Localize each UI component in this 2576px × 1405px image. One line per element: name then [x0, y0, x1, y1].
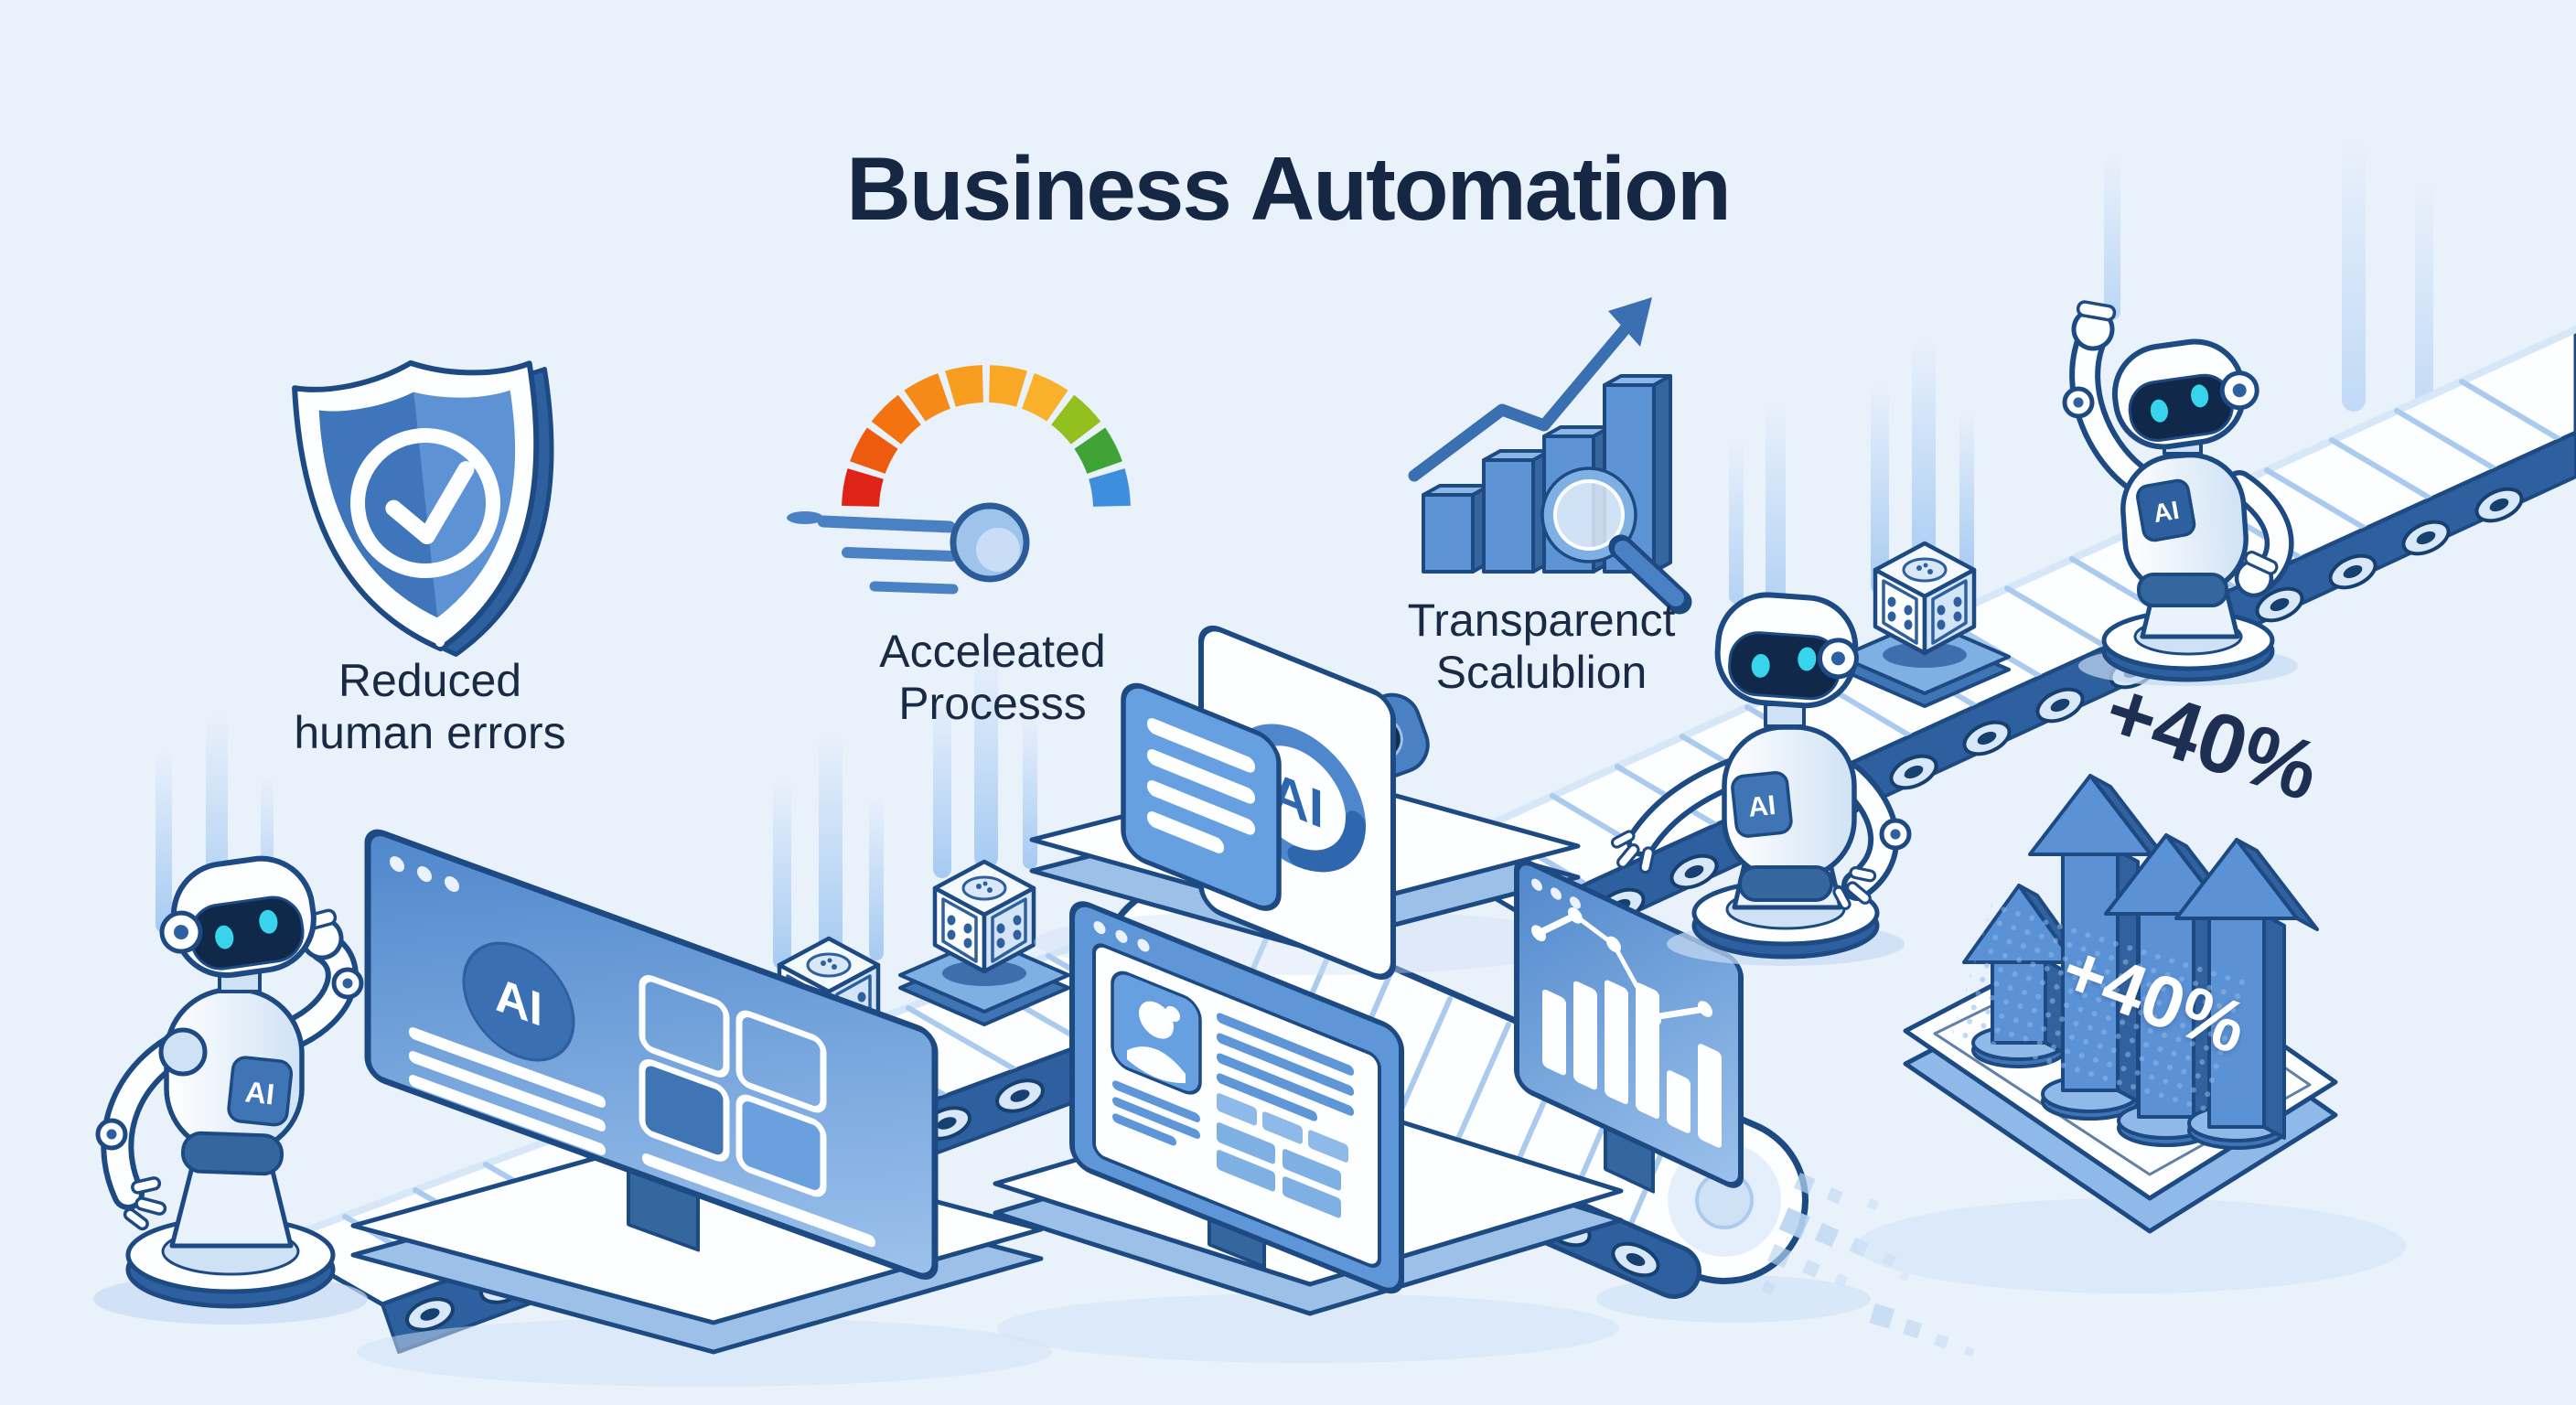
growth-arrows-icon: [1857, 774, 2406, 1357]
document-card-icon: [1121, 682, 1282, 911]
robot-eye: [2191, 384, 2209, 408]
feature-label-reduced-errors: Reduced human errors: [294, 655, 566, 758]
analytics-monitor-icon: [1514, 859, 1744, 1194]
robot-eye: [2150, 399, 2169, 423]
ai-monitor-icon: AI: [364, 829, 939, 1280]
magnifier-icon: [1540, 467, 1692, 615]
feature-label-transparent-scaling: Transparenct Scalublion: [1407, 595, 1676, 698]
speedometer-icon: [787, 365, 1131, 595]
robot-icon: AI: [2065, 301, 2298, 686]
robot-eye: [215, 925, 234, 949]
ai-chest-badge: AI: [227, 1056, 294, 1127]
robot-eye: [259, 909, 278, 934]
ai-badge-label: AI: [2151, 496, 2181, 528]
trend-arrow: [1408, 310, 1642, 482]
robot-eye: [1798, 647, 1817, 671]
shield-check-icon: [292, 359, 554, 657]
ai-chest-badge: AI: [1731, 771, 1793, 838]
growth-chart-magnifier-icon: [1408, 297, 1692, 615]
page-title: Business Automation: [846, 137, 1732, 239]
ai-badge-label: AI: [243, 1075, 276, 1110]
robot-icon: AI: [93, 855, 368, 1325]
left-monitor-platform: [350, 1132, 1052, 1387]
robot-icon: AI: [1600, 592, 1909, 966]
profile-monitor-icon: [1069, 901, 1404, 1294]
feature-label-accelerated-process: Acceleated Processs: [879, 626, 1106, 729]
dotted-trail: [1869, 1303, 1975, 1357]
ai-badge-label: AI: [1747, 790, 1777, 823]
speed-streaks: [156, 137, 2433, 970]
pixel-dissolve-trail: [1761, 1173, 1910, 1295]
halftone-patch: [1949, 894, 2249, 1121]
ai-chest-badge: AI: [2136, 478, 2196, 542]
robot-eye: [1751, 653, 1770, 678]
